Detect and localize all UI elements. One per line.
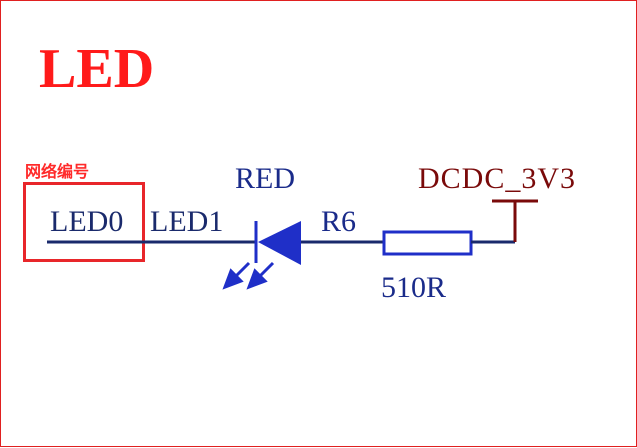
led-value-label: RED [235,162,295,195]
led-light-arrows [222,261,275,290]
net-label-highlight-box [23,182,145,262]
net-label-annotation: 网络编号 [25,162,90,181]
power-port-symbol [492,199,538,242]
resistor-designator: R6 [321,205,357,238]
led-triangle [258,221,301,265]
resistor-symbol [382,230,515,256]
resistor-value: 510R [381,271,447,304]
resistor-body [382,230,473,256]
net-label-led0: LED0 [50,205,124,238]
net-label-led1: LED1 [150,205,224,238]
schematic-title: LED [39,38,155,100]
power-net-label: DCDC_3V3 [418,162,577,195]
led-symbol [222,221,384,290]
